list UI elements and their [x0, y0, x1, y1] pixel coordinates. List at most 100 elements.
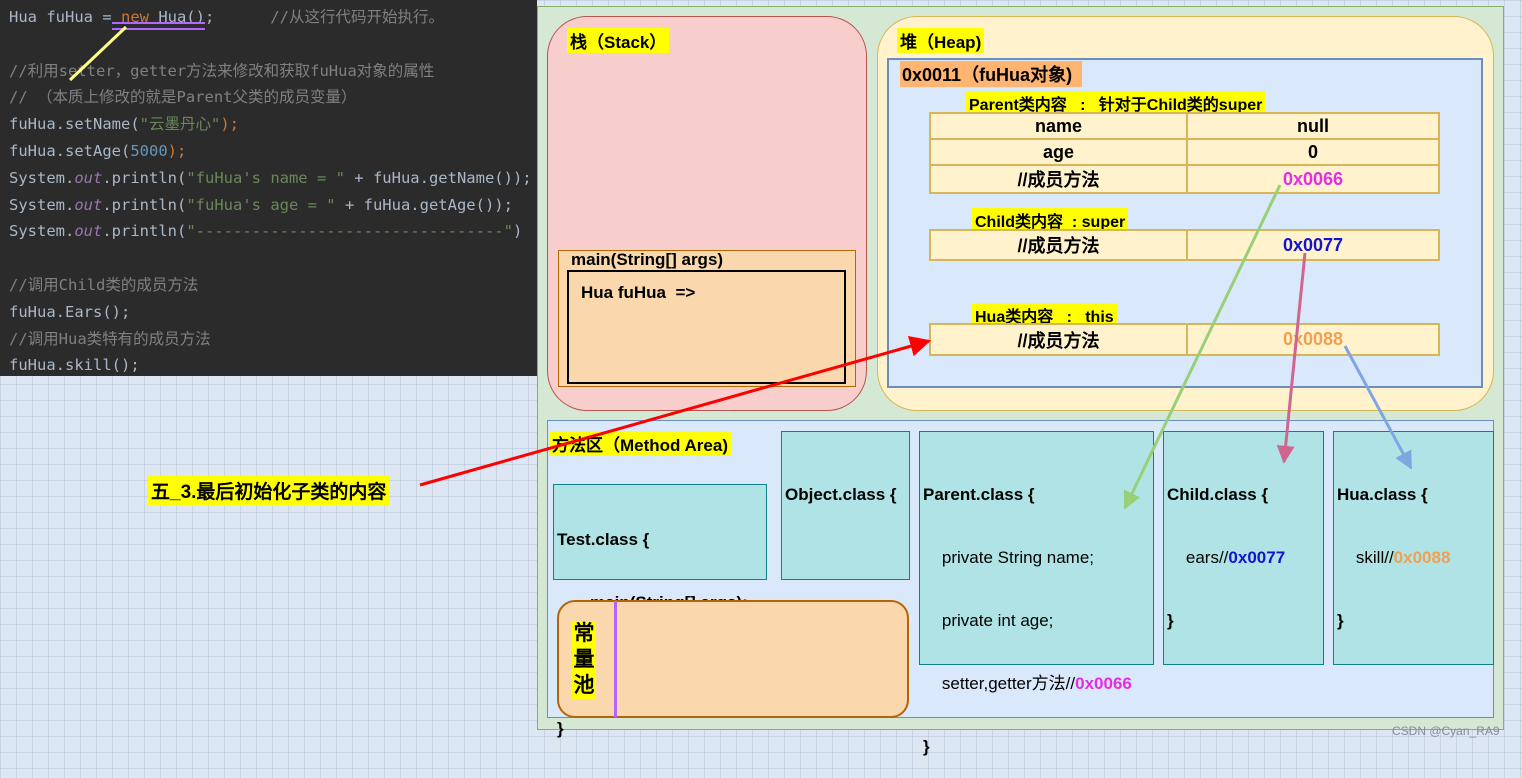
blue-method-ref-arrow [1343, 345, 1413, 470]
method-addr: 0x0066 [1075, 674, 1132, 693]
field-name-cell: age [929, 138, 1188, 166]
method-addr: 0x0077 [1228, 548, 1286, 567]
code-token: + fuHua.getName()); [344, 168, 532, 187]
code-token: // （本质上修改的就是Parent父类的成员变量） [9, 88, 357, 107]
code-token: 5000 [130, 141, 168, 160]
class-header: Child.class { [1167, 485, 1269, 504]
code-token: "---------------------------------" [186, 222, 513, 241]
class-end: } [1337, 611, 1344, 630]
code-line: //调用Hua类特有的成员方法 [9, 326, 537, 353]
field-name-cell: //成员方法 [929, 164, 1188, 194]
main-frame [558, 250, 856, 387]
pink-method-ref-arrow [1276, 252, 1307, 464]
code-line: fuHua.skill(); [9, 352, 537, 379]
code-token: ) [512, 222, 523, 241]
stack-title: 栈（Stack） [567, 28, 670, 53]
code-token: fuHua.setName( [9, 115, 140, 134]
parent-fields-table: name null age 0 //成员方法 0x0066 [929, 112, 1440, 194]
field-value-cell: null [1186, 112, 1440, 140]
arrows-overlay [68, 22, 1413, 510]
method-addr-cell: 0x0066 [1186, 164, 1440, 194]
hua-class-box: Hua.class { skill//0x0088 } [1333, 431, 1494, 665]
green-method-ref-arrow [1123, 184, 1282, 510]
code-token: //从这行代码开始执行。 [214, 8, 444, 26]
code-line: System.out.println("fuHua's age = " + fu… [9, 192, 537, 219]
class-end: } [557, 719, 564, 738]
field-value-cell: 0 [1186, 138, 1440, 166]
class-member: private int age; [923, 611, 1054, 630]
code-token: System. [9, 195, 75, 214]
heap-title: 堆（Heap) [897, 28, 985, 53]
code-token: Hua(); [158, 8, 215, 26]
method-label: ears// [1167, 548, 1229, 567]
code-token: .println( [102, 168, 187, 187]
class-header: Hua.class { [1337, 485, 1428, 504]
code-line: Hua fuHua = new Hua(); //从这行代码开始执行。 [9, 4, 537, 31]
code-token: out [74, 195, 103, 214]
table-row: //成员方法 0x0077 [929, 229, 1440, 261]
code-line: // （本质上修改的就是Parent父类的成员变量） [9, 84, 537, 111]
code-token: "云墨丹心" [139, 115, 221, 134]
field-name-cell: name [929, 112, 1188, 140]
parent-section-header: Parent类内容 : 针对于Child类的super [966, 91, 1266, 115]
constant-pool-divider [614, 601, 617, 717]
code-token: "fuHua's age = " [186, 195, 336, 214]
code-token: out [74, 168, 103, 187]
class-member: skill//0x0088 [1337, 547, 1490, 568]
object-title: 0x0011（fuHua对象) [900, 61, 1083, 87]
code-token: .println( [102, 222, 187, 241]
step-annotation: 五_3.最后初始化子类的内容 [148, 476, 390, 505]
code-line: fuHua.Ears(); [9, 299, 537, 326]
code-token: //调用Hua类特有的成员方法 [9, 329, 211, 348]
child-section-header: Child类内容 : super [972, 208, 1129, 232]
local-var-fuhua: Hua fuHua => [581, 283, 696, 302]
code-token: ); [220, 115, 239, 134]
class-member: ears//0x0077 [1167, 547, 1320, 568]
code-token: fuHua.Ears(); [9, 302, 131, 321]
code-token: //调用Child类的成员方法 [9, 275, 199, 294]
class-end: } [923, 737, 930, 756]
code-token: System. [9, 222, 75, 241]
child-class-box: Child.class { ears//0x0077 } [1163, 431, 1324, 665]
code-line: //利用setter，getter方法来修改和获取fuHua对象的属性 [9, 58, 537, 85]
table-row: //成员方法 0x0066 [929, 164, 1440, 194]
main-frame-vars [567, 270, 846, 384]
code-token: .println( [102, 195, 187, 214]
class-header: Object.class { [785, 485, 897, 504]
code-token: //利用setter，getter方法来修改和获取fuHua对象的属性 [9, 61, 435, 80]
yellow-pointer-arrow [68, 25, 128, 82]
method-label: setter,getter方法// [923, 674, 1076, 693]
code-token: new [120, 8, 159, 26]
code-line: //调用Child类的成员方法 [9, 272, 537, 299]
code-panel: Hua fuHua = new Hua(); //从这行代码开始执行。 //利用… [0, 0, 537, 376]
parent-class-box: Parent.class { private String name; priv… [919, 431, 1154, 756]
main-frame-title: main(String[] args) [571, 250, 724, 269]
code-token: out [74, 222, 103, 241]
class-header: Parent.class { [923, 485, 1035, 504]
table-row: age 0 [929, 138, 1440, 166]
class-member: setter,getter方法//0x0066 [923, 673, 1150, 694]
method-area-title: 方法区（Method Area) [549, 431, 731, 456]
object-class-box: Object.class { } [781, 431, 910, 630]
field-name-cell: //成员方法 [929, 323, 1188, 356]
method-addr-cell: 0x0077 [1186, 229, 1440, 261]
method-label: skill// [1337, 548, 1394, 567]
red-init-arrow [419, 336, 932, 487]
class-header: Test.class { [557, 530, 650, 549]
child-fields-table: //成员方法 0x0077 [929, 229, 1440, 261]
code-line: System.out.println("--------------------… [9, 218, 537, 245]
code-token: fuHua.setAge( [9, 141, 131, 160]
code-token: System. [9, 168, 75, 187]
code-line: fuHua.setAge(5000); [9, 138, 537, 165]
constant-pool-label: 常 量 池 [572, 621, 596, 699]
hua-section-header: Hua类内容 : this [972, 303, 1117, 327]
class-end: } [1167, 611, 1174, 630]
test-class-box: Test.class { main(String[] args); } [553, 484, 767, 738]
code-token: fuHua.skill(); [9, 356, 140, 375]
watermark: CSDN @Cyan_RA9 [1392, 724, 1500, 738]
code-line: System.out.println("fuHua's name = " + f… [9, 165, 537, 192]
class-member: private String name; [923, 548, 1095, 567]
code-token: "fuHua's name = " [186, 168, 345, 187]
code-token: ); [167, 141, 187, 160]
code-token: + fuHua.getAge()); [335, 195, 513, 214]
